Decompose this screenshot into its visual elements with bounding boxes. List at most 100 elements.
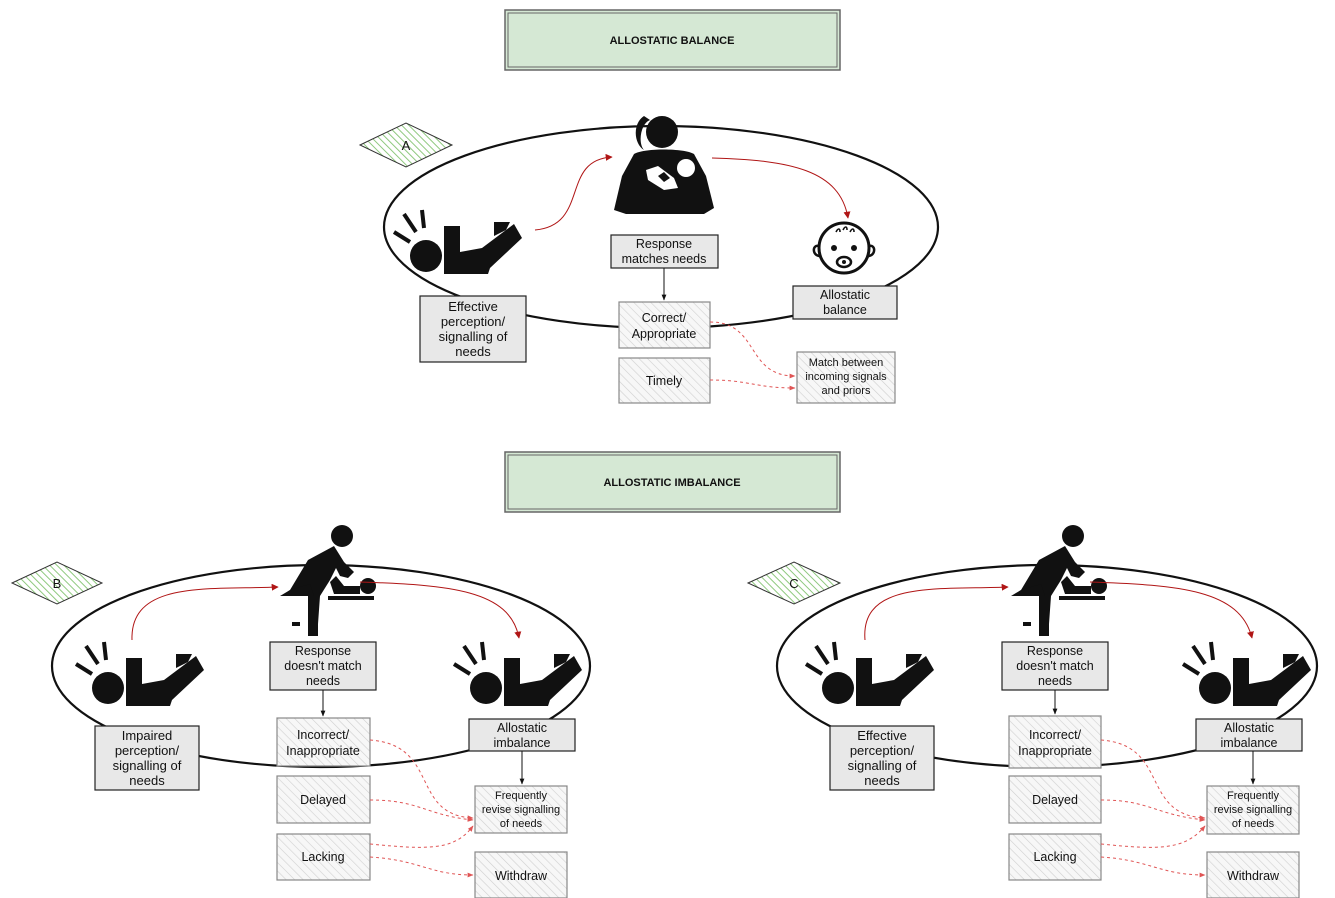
outcome-line: balance: [823, 303, 867, 317]
dashed-arrow: [1100, 799, 1206, 822]
revise-line: Frequently: [1227, 790, 1279, 802]
outcome-line: Allostatic: [497, 721, 547, 735]
incorrect-line: Incorrect/: [297, 728, 350, 742]
lacking-text: Lacking: [1033, 850, 1076, 864]
incorrect-box: Incorrect/ Inappropriate: [276, 717, 371, 767]
crying-baby-icon: [392, 208, 524, 276]
perception-line: Impaired: [122, 728, 173, 743]
lacking-box: Lacking: [1008, 833, 1102, 881]
match-line: Match between: [809, 357, 884, 369]
revise-box: Frequently revise signalling of needs: [474, 785, 568, 834]
crying-baby-icon: [804, 640, 936, 708]
dashed-arrow: [1100, 825, 1206, 848]
flow-arrow: [359, 581, 522, 639]
outcome-line: imbalance: [494, 736, 551, 750]
incorrect-line: Inappropriate: [1018, 744, 1092, 758]
revise-line: revise signalling: [1214, 804, 1292, 816]
revise-box: Frequently revise signalling of needs: [1206, 785, 1300, 835]
perception-line: signalling of: [113, 758, 182, 773]
lacking-text: Lacking: [301, 850, 344, 864]
incorrect-box: Incorrect/ Inappropriate: [1008, 715, 1102, 769]
outcome-box: Allostatic imbalance: [468, 718, 576, 752]
mother-holding-baby-icon: [614, 116, 714, 214]
withdraw-text: Withdraw: [495, 869, 548, 883]
revise-line: revise signalling: [482, 804, 560, 816]
outcome-box: Allostatic imbalance: [1195, 718, 1303, 752]
correct-line: Appropriate: [632, 327, 697, 341]
imbalance-title-text: ALLOSTATIC IMBALANCE: [603, 477, 740, 489]
perception-line: perception/: [850, 743, 915, 758]
perception-line: signalling of: [439, 329, 508, 344]
caregiver-changing-baby-icon: [1011, 525, 1107, 636]
crying-baby-icon: [452, 640, 584, 708]
perception-line: Effective: [448, 299, 498, 314]
tag-label: A: [402, 138, 411, 153]
response-box: Response matches needs: [610, 234, 719, 269]
perception-box: Effective perception/ signalling of need…: [829, 725, 935, 791]
crying-baby-icon: [74, 640, 206, 708]
panel-b: B Impaired perception/ signalling of nee…: [10, 525, 592, 898]
response-line: doesn't match: [284, 659, 361, 673]
perception-line: perception/: [441, 314, 506, 329]
panel-c: C Effective perception/ signalling of ne…: [746, 525, 1319, 898]
caregiver-changing-baby-icon: [280, 525, 376, 636]
balance-title-text: ALLOSTATIC BALANCE: [610, 35, 735, 47]
withdraw-text: Withdraw: [1227, 869, 1280, 883]
flow-arrow: [1089, 581, 1254, 639]
incorrect-line: Incorrect/: [1029, 728, 1082, 742]
response-line: needs: [1038, 674, 1072, 688]
outcome-box: Allostatic balance: [792, 285, 898, 320]
perception-line: signalling of: [848, 758, 917, 773]
dashed-arrow: [709, 379, 796, 391]
delayed-box: Delayed: [276, 775, 371, 824]
delayed-box: Delayed: [1008, 775, 1102, 824]
outcome-line: imbalance: [1221, 736, 1278, 750]
delayed-text: Delayed: [1032, 793, 1078, 807]
response-line: doesn't match: [1016, 659, 1093, 673]
perception-box: Effective perception/ signalling of need…: [419, 295, 527, 363]
panel-a: A Effective perception/ signalling of ne…: [358, 116, 940, 404]
response-line: needs: [306, 674, 340, 688]
dashed-arrow: [369, 799, 474, 822]
perception-line: needs: [455, 344, 491, 359]
correct-box: Correct/ Appropriate: [618, 301, 711, 349]
flow-arrow: [131, 583, 279, 641]
response-box: Response doesn't match needs: [269, 641, 377, 691]
perception-box: Impaired perception/ signalling of needs: [94, 725, 200, 791]
perception-line: needs: [129, 773, 165, 788]
tag-diamond-c: C: [746, 561, 842, 605]
response-box: Response doesn't match needs: [1001, 641, 1109, 691]
tag-label: C: [789, 576, 798, 591]
withdraw-box: Withdraw: [474, 851, 568, 898]
correct-line: Correct/: [642, 311, 687, 325]
timely-text: Timely: [646, 374, 683, 388]
lacking-box: Lacking: [276, 833, 371, 881]
match-box: Match between incoming signals and prior…: [796, 351, 896, 404]
dashed-arrow: [369, 739, 474, 821]
timely-box: Timely: [618, 357, 711, 404]
calm-baby-face-icon: [812, 221, 876, 275]
allostatic-balance-title: ALLOSTATIC BALANCE: [504, 9, 841, 71]
perception-line: perception/: [115, 743, 180, 758]
revise-line: of needs: [500, 818, 543, 830]
dashed-arrow: [369, 856, 474, 878]
delayed-text: Delayed: [300, 793, 346, 807]
outcome-line: Allostatic: [1224, 721, 1274, 735]
response-line: Response: [295, 644, 351, 658]
revise-line: of needs: [1232, 818, 1275, 830]
flow-arrow: [534, 153, 613, 231]
incorrect-line: Inappropriate: [286, 744, 360, 758]
crying-baby-icon: [1181, 640, 1313, 708]
flow-arrow: [864, 583, 1009, 641]
match-line: and priors: [822, 385, 871, 397]
withdraw-box: Withdraw: [1206, 851, 1300, 898]
perception-line: needs: [864, 773, 900, 788]
response-line: Response: [1027, 644, 1083, 658]
dashed-arrow: [1100, 856, 1206, 878]
perception-line: Effective: [857, 728, 907, 743]
response-line: matches needs: [622, 252, 707, 266]
revise-line: Frequently: [495, 790, 547, 802]
flow-arrow: [711, 157, 851, 219]
allostatic-imbalance-title: ALLOSTATIC IMBALANCE: [504, 451, 841, 513]
